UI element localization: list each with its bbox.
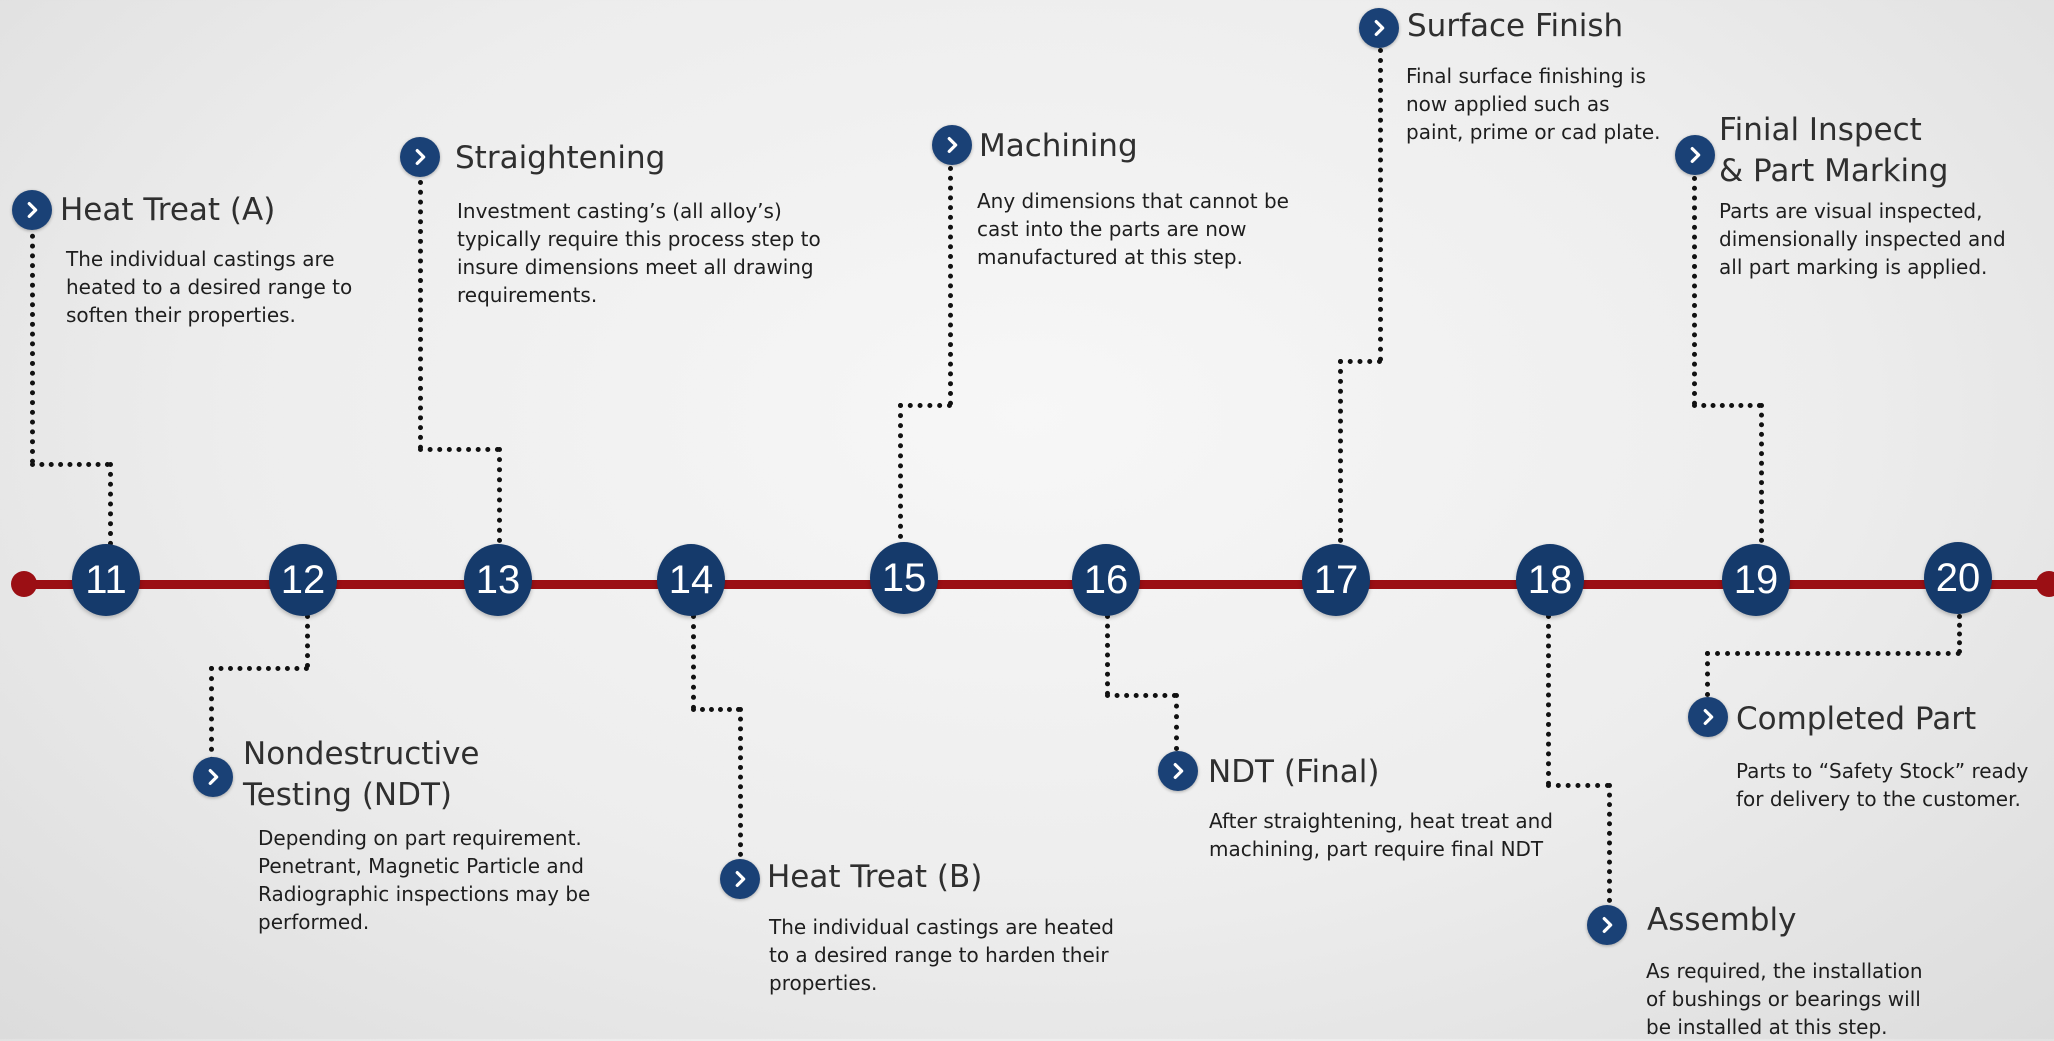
step-title-heat-treat-b: Heat Treat (B): [767, 859, 983, 895]
chevron-right-icon: [720, 859, 760, 899]
step-desc-heat-treat-a: The individual castings are heated to a …: [66, 247, 353, 327]
connector-heat-treat-a: [30, 224, 35, 464]
connector-ndt: [209, 666, 214, 762]
connector-assembly: [1546, 614, 1551, 786]
connector-heat-treat-b: [738, 707, 743, 857]
connector-surface-finish: [1338, 359, 1382, 364]
step-node-11: 11: [72, 544, 140, 616]
step-node-17: 17: [1302, 544, 1370, 616]
connector-heat-treat-a: [108, 462, 113, 546]
step-node-18: 18: [1516, 544, 1584, 616]
connector-straightening: [418, 447, 500, 452]
timeline-end-dot: [2036, 571, 2054, 597]
chevron-right-icon: [1688, 697, 1728, 737]
connector-surface-finish: [1338, 359, 1343, 543]
chevron-right-icon: [400, 137, 440, 177]
connector-straightening: [497, 447, 502, 543]
step-title-ndt: Nondestructive Testing (NDT): [243, 736, 480, 813]
chevron-right-icon: [932, 125, 972, 165]
step-title-ndt-final: NDT (Final): [1208, 754, 1380, 790]
step-title-surface-finish: Surface Finish: [1407, 8, 1624, 44]
connector-ndt-final: [1105, 693, 1177, 698]
step-node-14: 14: [657, 544, 725, 616]
step-title-machining: Machining: [979, 128, 1138, 164]
step-desc-final-inspect: Parts are visual inspected, dimensionall…: [1719, 199, 2006, 279]
connector-final-inspect: [1692, 403, 1762, 408]
step-title-completed-part: Completed Part: [1736, 701, 1977, 737]
step-node-12: 12: [269, 544, 337, 616]
chevron-right-icon: [1587, 905, 1627, 945]
connector-ndt-final: [1174, 693, 1179, 751]
step-title-final-inspect: Finial Inspect & Part Marking: [1719, 112, 1949, 189]
connector-completed-part: [1957, 614, 1962, 654]
step-desc-ndt: Depending on part requirement. Penetrant…: [258, 826, 591, 934]
timeline-line: [24, 580, 2054, 589]
step-node-13: 13: [464, 544, 532, 616]
step-node-19: 19: [1722, 544, 1790, 616]
step-desc-surface-finish: Final surface finishing is now applied s…: [1406, 64, 1661, 144]
connector-ndt: [209, 666, 309, 671]
step-title-heat-treat-a: Heat Treat (A): [60, 192, 276, 228]
step-desc-straightening: Investment casting’s (all alloy’s) typic…: [457, 199, 821, 307]
connector-heat-treat-a: [30, 462, 110, 467]
connector-ndt: [305, 614, 310, 668]
step-desc-completed-part: Parts to “Safety Stock” ready for delive…: [1736, 759, 2029, 811]
connector-final-inspect: [1692, 176, 1697, 406]
step-desc-machining: Any dimensions that cannot be cast into …: [977, 189, 1289, 269]
step-title-assembly: Assembly: [1647, 902, 1797, 938]
connector-straightening: [418, 180, 423, 450]
timeline-start-dot: [11, 571, 37, 597]
connector-heat-treat-b: [691, 707, 741, 712]
chevron-right-icon: [1675, 135, 1715, 175]
chevron-right-icon: [12, 190, 52, 230]
connector-completed-part: [1705, 651, 1961, 656]
step-desc-ndt-final: After straightening, heat treat and mach…: [1209, 809, 1553, 861]
chevron-right-icon: [1359, 8, 1399, 48]
connector-machining: [898, 403, 903, 539]
connector-surface-finish: [1378, 48, 1383, 362]
step-desc-heat-treat-b: The individual castings are heated to a …: [769, 915, 1114, 995]
step-node-15: 15: [870, 542, 938, 614]
connector-ndt-final: [1105, 614, 1110, 696]
step-title-straightening: Straightening: [455, 140, 666, 176]
connector-machining: [898, 403, 952, 408]
chevron-right-icon: [193, 757, 233, 797]
connector-final-inspect: [1759, 403, 1764, 543]
chevron-right-icon: [1158, 751, 1198, 791]
connector-assembly: [1607, 783, 1612, 903]
connector-machining: [948, 166, 953, 406]
connector-completed-part: [1705, 651, 1710, 697]
connector-heat-treat-b: [691, 614, 696, 710]
step-desc-assembly: As required, the installation of bushing…: [1646, 959, 1923, 1039]
step-node-16: 16: [1072, 544, 1140, 616]
connector-assembly: [1546, 783, 1610, 788]
step-node-20: 20: [1924, 542, 1992, 614]
